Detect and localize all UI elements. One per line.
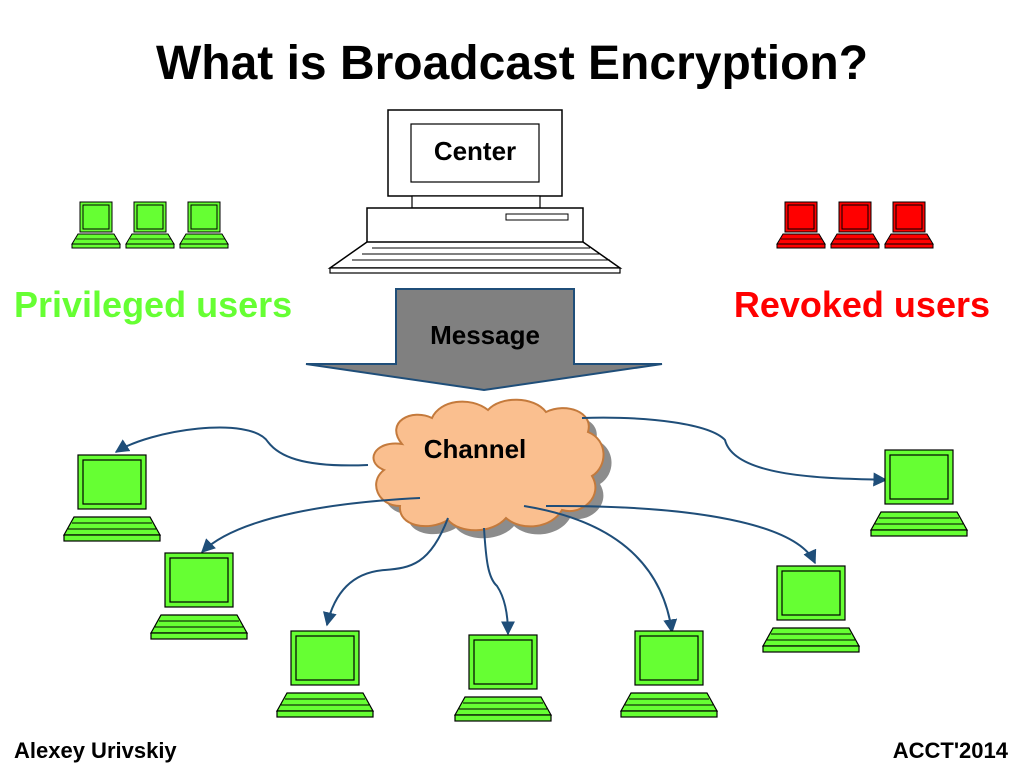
message-label: Message — [430, 320, 540, 350]
privileged-users-label: Privileged users — [14, 284, 293, 325]
arrow-to-user-7 — [581, 416, 888, 487]
laptop-icon — [150, 552, 248, 640]
center-computer-icon — [327, 109, 623, 274]
arrow-to-user-2 — [200, 497, 421, 553]
footer-venue: ACCT'2014 — [892, 738, 1008, 763]
arrow-to-user-5 — [523, 505, 678, 634]
arrow-to-user-3 — [322, 517, 449, 627]
channel-label: Channel — [424, 434, 527, 464]
laptop-icon — [276, 630, 374, 718]
revoked-users-label: Revoked users — [733, 284, 990, 325]
privileged-users-icon — [71, 201, 229, 249]
laptop-icon — [620, 630, 718, 718]
arrow-to-user-6 — [545, 504, 817, 565]
laptop-icon — [870, 449, 968, 537]
revoked-users-icon — [776, 201, 934, 249]
slide-title: What is Broadcast Encryption? — [155, 37, 869, 90]
laptop-icon — [762, 565, 860, 653]
channel-cloud-icon — [372, 398, 612, 539]
arrow-to-user-1 — [114, 426, 369, 467]
laptop-icon — [63, 454, 161, 542]
arrow-to-user-4 — [483, 527, 515, 636]
center-label: Center — [434, 136, 516, 166]
message-arrow — [305, 288, 663, 392]
footer-author: Alexey Urivskiy — [14, 738, 177, 763]
laptop-icon — [454, 634, 552, 722]
